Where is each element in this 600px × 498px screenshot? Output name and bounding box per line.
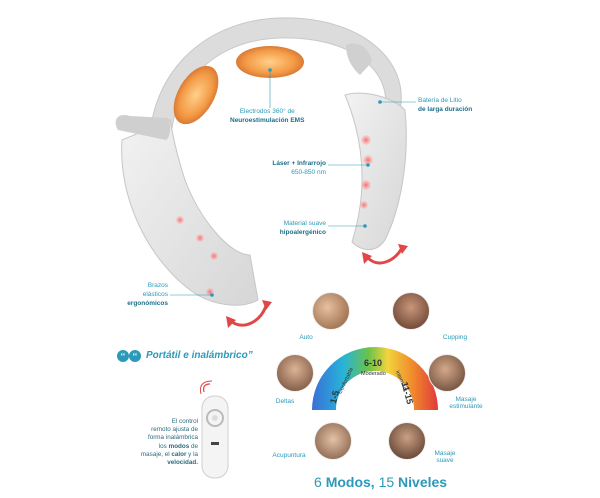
mode-masaje-estimulante-line1: Masaje [455, 396, 477, 403]
mode-masaje-suave-photo [388, 422, 426, 460]
remote-line5: masaje, el calor y la [128, 451, 198, 459]
summary-modes-num: 6 [314, 474, 322, 490]
svg-text:“: “ [121, 351, 126, 363]
label-battery-line2: de larga duración [418, 105, 473, 113]
label-electrodes: Electrodos 360° de Neuroestimulación EMS [230, 108, 304, 126]
label-laser-line2: 650-850 nm [291, 168, 326, 176]
mode-masaje-estimulante-photo [428, 354, 466, 392]
remote-line4: los modos de [128, 443, 198, 451]
mode-cupping-photo [392, 292, 430, 330]
label-material: Material suave hipoalergénico [262, 220, 326, 238]
label-laser-line1: Láser + Infrarrojo [272, 160, 326, 167]
intensity-arc [312, 347, 438, 410]
remote-line4-bold: modos [168, 442, 190, 450]
remote-line4-pre: los [158, 442, 169, 450]
label-electrodes-line1: Electrodos 360° de [239, 108, 295, 115]
mode-masaje-suave-label: Masaje suave [430, 450, 460, 464]
remote-line3: forma inalámbrica [147, 434, 198, 442]
level-mid-range: 6-10 [364, 358, 383, 368]
level-mid-name: Moderado [361, 371, 386, 377]
summary-levels-word: Niveles [398, 474, 448, 490]
remote-line5-bold: calor [171, 450, 187, 458]
label-arms-line2: elásticos [142, 290, 168, 298]
mode-deltas-label: Deltas [275, 398, 295, 405]
label-laser: Láser + Infrarrojo 650-850 nm [268, 160, 326, 178]
remote-line2: remoto ajusta de [151, 426, 198, 434]
svg-text:“: “ [133, 351, 138, 363]
remote-line5-post: y la [186, 450, 198, 458]
label-material-line2: hipoalergénico [279, 228, 326, 236]
mode-auto-photo [312, 292, 350, 330]
label-electrodes-line2: Neuroestimulación EMS [230, 116, 305, 124]
quote-icon: “ “ [117, 350, 141, 363]
remote-line6-bold: velocidad. [167, 458, 198, 466]
remote-line5-pre: masaje, el [140, 450, 172, 458]
label-arms-line3: ergonómicos [127, 299, 168, 307]
label-material-line1: Material suave [283, 220, 326, 227]
mode-cupping-label: Cupping [442, 334, 468, 341]
mode-acupuntura-label: Acupuntura [272, 452, 306, 459]
mode-deltas-photo [276, 354, 314, 392]
label-battery: Batería de Litio de larga duración [418, 97, 472, 115]
mode-masaje-estimulante-label: Masaje estimulante [446, 396, 486, 410]
label-battery-line1: Batería de Litio [418, 97, 462, 104]
remote-line1: El control [171, 418, 198, 425]
remote-line4-post: de [189, 442, 198, 450]
mode-masaje-suave-line2: suave [436, 457, 454, 464]
modes-levels-summary: 6 Modos, 15 Niveles [314, 474, 447, 490]
remote-description: El control remoto ajusta de forma inalám… [128, 418, 198, 467]
remote-control-illustration [200, 380, 229, 479]
label-arms-line1: Brazos [147, 282, 168, 289]
remote-line6: velocidad. [128, 459, 198, 467]
summary-modes-word: Modos, [325, 474, 375, 490]
summary-levels-num: 15 [378, 474, 395, 490]
mode-masaje-suave-line1: Masaje [434, 450, 456, 457]
mode-auto-label: Auto [299, 334, 313, 341]
label-arms: Brazos elásticos ergonómicos [118, 282, 168, 308]
tagline: Portátil e inalámbrico” [146, 350, 253, 361]
mode-masaje-estimulante-line2: estimulante [449, 403, 483, 410]
mode-acupuntura-photo [314, 422, 352, 460]
